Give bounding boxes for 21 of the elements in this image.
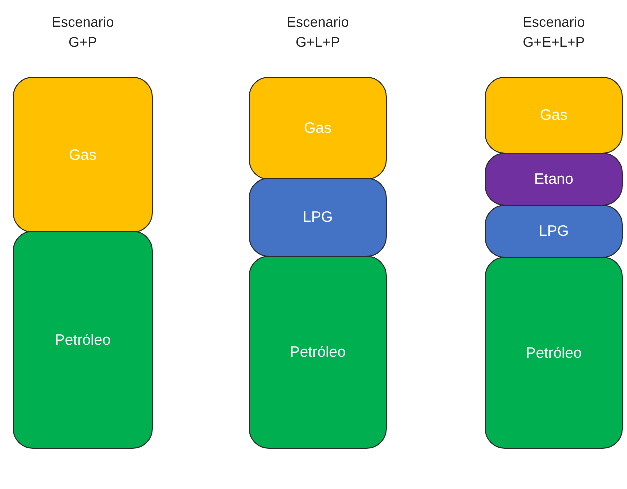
segment-label: LPG: [538, 223, 569, 240]
bar-segment: [13, 77, 153, 233]
bar-segment: [249, 256, 387, 449]
scenario-title: Escenario G+P: [50, 13, 116, 52]
segment-label: Etano: [534, 171, 574, 188]
scenario-title: Escenario G+L+P: [286, 13, 350, 52]
segment-label: Gas: [304, 120, 332, 137]
bar-segment: [485, 257, 623, 449]
segment-label: Petróleo: [290, 344, 346, 361]
segment-label: Gas: [540, 107, 568, 124]
scenario-title: Escenario G+E+L+P: [522, 13, 586, 52]
bar-segment: [485, 153, 623, 206]
bar-segment: [13, 231, 153, 449]
segment-label: Petróleo: [55, 332, 111, 348]
segment-label: LPG: [302, 209, 333, 226]
bar-segment: [249, 77, 387, 180]
bar-segment: [249, 178, 387, 257]
segment-label: Gas: [69, 146, 97, 164]
bar-segment: [485, 205, 623, 258]
segment-label: Petróleo: [526, 344, 582, 362]
bar-segment: [485, 77, 623, 154]
